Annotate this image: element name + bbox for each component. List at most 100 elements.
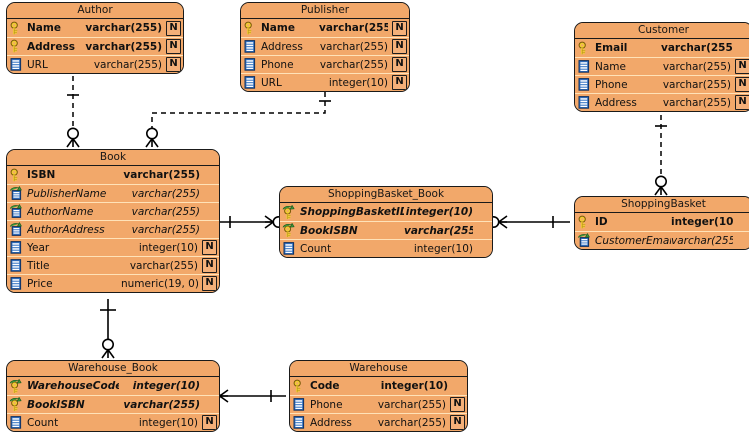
nullable-badge: N bbox=[392, 57, 407, 72]
column-type: numeric(19, 0) bbox=[121, 277, 198, 290]
entity-title-publisher: Publisher bbox=[241, 3, 409, 19]
nullable-badge: N bbox=[450, 415, 465, 430]
column-name: AuthorName bbox=[27, 205, 94, 218]
regular-column-icon bbox=[9, 240, 24, 255]
column-row[interactable]: ID integer(10) bbox=[575, 213, 749, 231]
regular-column-icon bbox=[292, 397, 307, 412]
column-name: Address bbox=[261, 40, 303, 53]
relationship-author-book[interactable] bbox=[66, 76, 80, 148]
relationship-book-warehouse-book[interactable] bbox=[100, 299, 116, 359]
column-type: varchar(255) bbox=[404, 224, 473, 237]
nullable-badge: N bbox=[392, 20, 407, 36]
column-name: Year bbox=[27, 241, 50, 254]
column-name: PublisherName bbox=[27, 187, 107, 200]
foreign-key-icon bbox=[9, 186, 24, 201]
relationship-publisher-book[interactable] bbox=[145, 92, 331, 148]
relationship-warehouse-warehouse-book[interactable] bbox=[208, 389, 286, 403]
column-name: Email bbox=[595, 42, 628, 54]
column-name: URL bbox=[27, 58, 48, 71]
column-name: WarehouseCode bbox=[27, 380, 119, 392]
primary-key-icon bbox=[292, 379, 307, 394]
column-row[interactable]: Phone varchar(255) N bbox=[241, 55, 409, 73]
relationship-customer-shoppingbasket[interactable] bbox=[654, 115, 668, 196]
nullable-badge: N bbox=[735, 77, 749, 92]
nullable-badge: N bbox=[392, 39, 407, 54]
column-row[interactable]: Name varchar(255) N bbox=[241, 19, 409, 37]
relationship-shoppingbasket-book-shoppingbasket[interactable] bbox=[487, 215, 570, 229]
column-type: varchar(255) bbox=[662, 78, 731, 91]
column-name: Name bbox=[261, 22, 295, 34]
primary-key-icon bbox=[243, 21, 258, 36]
column-type: integer(10) bbox=[328, 76, 388, 89]
column-name: CustomerEmail bbox=[595, 234, 671, 247]
foreign-key-icon bbox=[9, 204, 24, 219]
entity-title-shoppingbasket_book: ShoppingBasket_Book bbox=[280, 187, 492, 203]
column-name: ID bbox=[595, 216, 608, 228]
column-type: integer(10) bbox=[413, 242, 473, 255]
column-row[interactable]: Address varchar(255) N bbox=[241, 37, 409, 55]
column-name: Address bbox=[595, 96, 637, 109]
column-type: varchar(255) bbox=[319, 58, 388, 71]
primary-key-icon bbox=[9, 168, 24, 183]
column-name: Address bbox=[310, 416, 352, 429]
column-type: varchar(255) bbox=[377, 398, 446, 411]
relationship-book-shoppingbasket-book[interactable] bbox=[220, 215, 285, 229]
column-row[interactable]: Count integer(10) bbox=[280, 239, 492, 257]
regular-column-icon bbox=[9, 57, 24, 72]
column-name: Count bbox=[300, 242, 332, 255]
regular-column-icon bbox=[243, 57, 258, 72]
entity-title-warehouse: Warehouse bbox=[290, 361, 467, 377]
column-type: integer(10) bbox=[405, 206, 473, 218]
regular-column-icon bbox=[577, 59, 592, 74]
column-row[interactable]: WarehouseCode integer(10) bbox=[7, 377, 219, 395]
column-name: Name bbox=[27, 22, 61, 34]
column-name: ISBN bbox=[27, 169, 56, 181]
column-name: Code bbox=[310, 380, 340, 392]
nullable-badge: N bbox=[450, 397, 465, 412]
entity-title-customer: Customer bbox=[575, 23, 749, 39]
column-type: varchar(255) bbox=[319, 22, 388, 34]
column-row[interactable]: ISBN varchar(255) bbox=[7, 166, 219, 184]
column-type: integer(10) bbox=[132, 380, 200, 392]
column-type: varchar(255) bbox=[123, 169, 200, 181]
column-type: varchar(255) bbox=[93, 58, 162, 71]
column-name: Phone bbox=[261, 58, 294, 71]
column-type: integer(10) bbox=[671, 216, 733, 228]
regular-column-icon bbox=[9, 415, 24, 430]
foreign-key-icon bbox=[9, 222, 24, 237]
column-type: varchar(255) bbox=[319, 40, 388, 53]
column-type: varchar(255) bbox=[123, 398, 200, 411]
